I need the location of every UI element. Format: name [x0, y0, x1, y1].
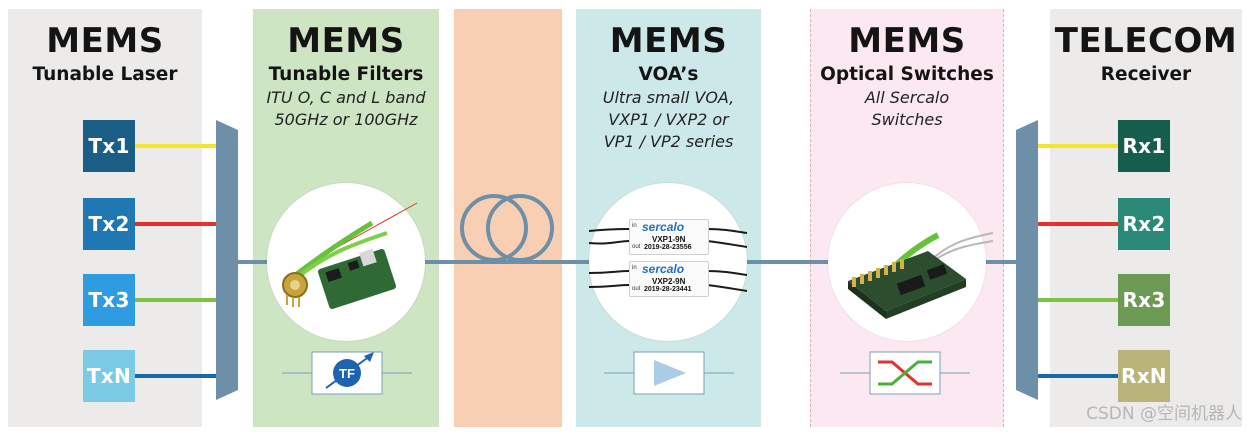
panel-fiber	[454, 9, 562, 427]
panel-subtitle: Optical Switches	[820, 64, 994, 85]
panel-note-line: VXP1 / VXP2 or	[608, 110, 729, 129]
panel-note-line: VP1 / VP2 series	[603, 132, 734, 151]
panel-subtitle: Tunable Laser	[32, 64, 178, 85]
tx-box: Tx2	[83, 198, 135, 250]
rx-box: RxN	[1118, 350, 1170, 402]
fiber-spool-icon	[460, 194, 554, 262]
panel-title: MEMS	[287, 21, 405, 61]
sercalo-logo: sercalo	[642, 220, 685, 234]
filter-module-illustration	[282, 202, 418, 310]
rx-box: Rx2	[1118, 198, 1170, 250]
rx-box: Rx1	[1118, 120, 1170, 172]
tx-box: Tx1	[83, 120, 135, 172]
voa-device-1: in sercalo VXP1-9N out 2019-28-23556	[629, 219, 709, 255]
optical-switch-symbol	[840, 351, 970, 395]
panel-note-line: Switches	[871, 110, 943, 129]
voa-fiber-leads	[588, 228, 748, 292]
voa-model-label: VXP2-9N	[652, 277, 686, 286]
tunable-filter-symbol: TF	[282, 351, 412, 395]
tunable-filter-module-image	[267, 183, 425, 341]
panel-note-line: ITU O, C and L band	[266, 88, 426, 107]
voa-serial-label: 2019-28-23441	[644, 286, 692, 293]
voa-in-label: in	[632, 265, 637, 271]
tx-box: TxN	[83, 350, 135, 402]
sercalo-logo: sercalo	[642, 262, 685, 276]
csdn-watermark: CSDN @空间机器人	[1086, 404, 1242, 424]
voa-amplifier-symbol	[604, 351, 734, 395]
panel-note-line: 50GHz or 100GHz	[274, 110, 418, 129]
panel-title: TELECOM	[1054, 21, 1238, 61]
panel-title: MEMS	[848, 21, 966, 61]
voa-out-label: out	[632, 286, 641, 292]
panel-title: MEMS	[46, 21, 164, 61]
voa-in-label: in	[632, 223, 637, 229]
panel-note-line: All Sercalo	[864, 88, 950, 107]
tx-box: Tx3	[83, 274, 135, 326]
voa-out-label: out	[632, 244, 641, 250]
panel-title: MEMS	[609, 21, 728, 61]
multiplexer-shape	[216, 120, 238, 400]
voa-device-2: in sercalo VXP2-9N out 2019-28-23441	[629, 261, 709, 297]
optical-switch-module-image	[828, 183, 994, 341]
switch-module-illustration	[848, 232, 994, 319]
voa-devices-image: in sercalo VXP1-9N out 2019-28-23556 in …	[588, 183, 748, 341]
panel-subtitle: Receiver	[1100, 64, 1192, 85]
demultiplexer-shape	[1016, 120, 1038, 400]
panel-subtitle: VOA’s	[638, 64, 699, 85]
panel-note-line: Ultra small VOA,	[602, 88, 735, 107]
panel-subtitle: Tunable Filters	[268, 64, 424, 85]
tf-symbol-label: TF	[339, 366, 355, 381]
rx-box: Rx3	[1118, 274, 1170, 326]
voa-serial-label: 2019-28-23556	[644, 244, 692, 251]
voa-model-label: VXP1-9N	[652, 235, 686, 244]
